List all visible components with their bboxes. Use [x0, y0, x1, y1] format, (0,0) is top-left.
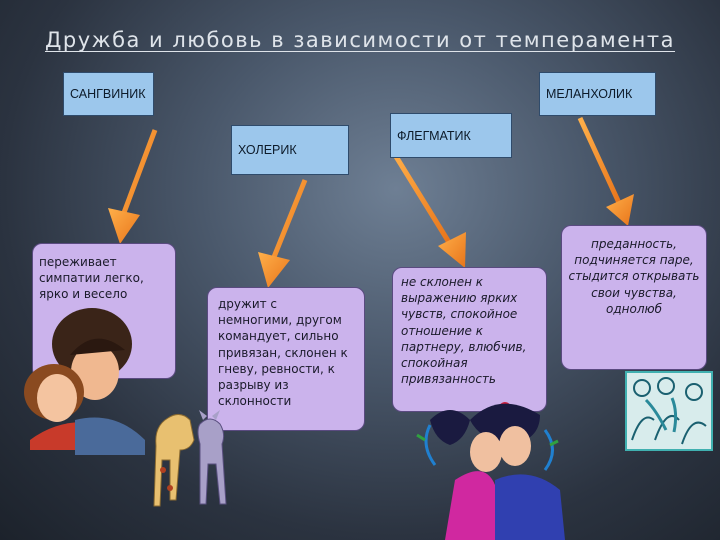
desc-box-holerik: дружит с немногими, другом командует, си…: [207, 287, 365, 431]
type-box-melanholik: МЕЛАНХОЛИК: [539, 72, 656, 116]
type-label-sangvinik: САНГВИНИК: [70, 87, 146, 101]
desc-box-flegmatik: не склонен к выражению ярких чувств, спо…: [392, 267, 547, 412]
type-box-sangvinik: САНГВИНИК: [63, 72, 154, 116]
desc-text-sangvinik: переживает симпатии легко, ярко и весело: [39, 255, 144, 302]
couple-clipart-icon: [24, 308, 145, 455]
type-label-melanholik: МЕЛАНХОЛИК: [546, 87, 633, 101]
slide-title: Дружба и любовь в зависимости от темпера…: [44, 28, 676, 52]
type-label-flegmatik: ФЛЕГМАТИК: [397, 128, 471, 143]
dogs-clipart-icon: [153, 410, 227, 507]
desc-box-melanholik: преданность, подчиняется паре, стыдится …: [561, 225, 707, 370]
desc-text-melanholik: преданность, подчиняется паре, стыдится …: [568, 237, 700, 316]
type-box-flegmatik: ФЛЕГМАТИК: [390, 113, 512, 158]
type-label-holerik: ХОЛЕРИК: [238, 143, 297, 157]
arrow-holerik: [258, 179, 308, 288]
desc-text-holerik: дружит с немногими, другом командует, си…: [218, 297, 348, 409]
arrow-flegmatik: [389, 148, 466, 268]
type-box-holerik: ХОЛЕРИК: [231, 125, 349, 175]
arrow-melanholik: [577, 116, 634, 226]
people-clipart-icon: [625, 371, 713, 451]
dancing-couple-clipart-icon: [416, 402, 565, 540]
arrow-sangvinik: [108, 129, 158, 244]
desc-text-flegmatik: не склонен к выражению ярких чувств, спо…: [401, 275, 527, 387]
